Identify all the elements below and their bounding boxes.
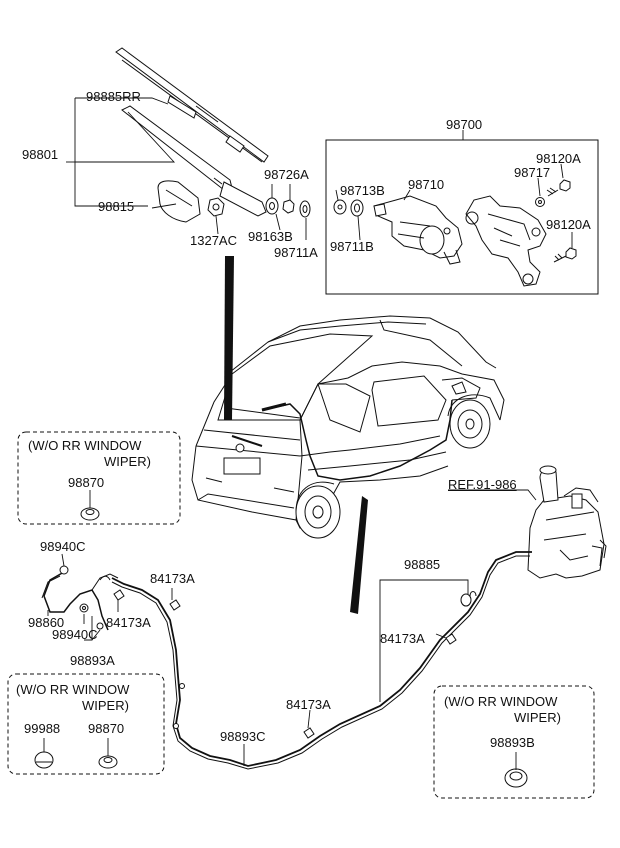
note-box-bottom-right <box>433 685 595 799</box>
wiper-arm <box>121 105 267 217</box>
grommet-98885 <box>460 593 472 607</box>
note-box-top-left <box>17 431 181 525</box>
label-98713b: 98713B <box>340 183 385 198</box>
note-title-bottom-right-2: WIPER) <box>514 710 561 725</box>
label-98815: 98815 <box>98 199 135 214</box>
nozzle-hose-left <box>41 565 119 631</box>
leader-lines <box>43 97 573 770</box>
bolt-98120a-bottom <box>553 247 577 263</box>
label-99988: 99988 <box>24 721 61 736</box>
label-98700: 98700 <box>446 117 483 132</box>
clip-84173a-a <box>169 599 181 611</box>
label-98120a-bottom: 98120A <box>546 217 591 232</box>
wiper-motor-bracket <box>465 195 547 287</box>
label-98885rr: 98885RR <box>86 89 141 104</box>
label-98860: 98860 <box>28 615 65 630</box>
leader-bar-lower <box>350 496 368 614</box>
nut-98717 <box>535 197 545 207</box>
note-title-top-left-1: (W/O RR WINDOW <box>28 438 142 453</box>
nut-98726a <box>282 199 295 214</box>
label-98940c-a: 98940C <box>40 539 86 554</box>
label-98120a-top: 98120A <box>536 151 581 166</box>
label-98893b: 98893B <box>490 735 535 750</box>
label-98885: 98885 <box>404 557 441 572</box>
cap-99988 <box>34 751 54 769</box>
label-98726a: 98726A <box>264 167 309 182</box>
arm-cap <box>157 180 201 223</box>
label-98710: 98710 <box>408 177 445 192</box>
note-title-bottom-left-1: (W/O RR WINDOW <box>16 682 130 697</box>
clip-84173a-d <box>445 633 457 645</box>
leader-bar-upper <box>224 256 234 420</box>
label-1327ac: 1327AC <box>190 233 237 248</box>
grommet-98711b <box>350 199 364 217</box>
cap-98713b <box>333 199 347 215</box>
car-illustration <box>191 315 505 539</box>
motor-assembly-box <box>325 139 599 295</box>
note-title-top-left-2: WIPER) <box>104 454 151 469</box>
nut-1327ac <box>207 197 225 217</box>
label-84173a-d: 84173A <box>380 631 425 646</box>
cap-98870-b <box>98 755 118 769</box>
label-98870-a: 98870 <box>68 475 105 490</box>
clip-84173a-c <box>303 727 315 739</box>
label-98893a: 98893A <box>70 653 115 668</box>
label-98940c-b: 98940C <box>52 627 98 642</box>
washer-hose-inner <box>111 555 530 770</box>
cap-98893b <box>504 768 528 788</box>
label-98801: 98801 <box>22 147 59 162</box>
washer-98711a <box>299 200 311 218</box>
clip-84173a-b <box>113 589 125 601</box>
label-84173a-a: 84173A <box>150 571 195 586</box>
note-box-bottom-left <box>7 673 165 775</box>
label-98717: 98717 <box>514 165 551 180</box>
label-98870-b: 98870 <box>88 721 125 736</box>
wiper-motor <box>373 195 463 265</box>
label-84173a-b: 84173A <box>106 615 151 630</box>
label-84173a-c: 84173A <box>286 697 331 712</box>
label-98163b: 98163B <box>248 229 293 244</box>
washer-hose-main <box>111 551 532 767</box>
label-98711a: 98711A <box>274 245 318 260</box>
note-title-bottom-left-2: WIPER) <box>82 698 129 713</box>
bolt-98120a-top <box>546 179 571 197</box>
washer-reservoir <box>527 465 607 579</box>
label-ref-91-986: REF.91-986 <box>448 477 517 492</box>
wiper-blade <box>115 47 269 163</box>
washer-98163b <box>265 197 279 215</box>
label-98711b: 98711B <box>330 239 374 254</box>
note-title-bottom-right-1: (W/O RR WINDOW <box>444 694 558 709</box>
label-98893c: 98893C <box>220 729 266 744</box>
cap-98870-a <box>80 507 100 521</box>
